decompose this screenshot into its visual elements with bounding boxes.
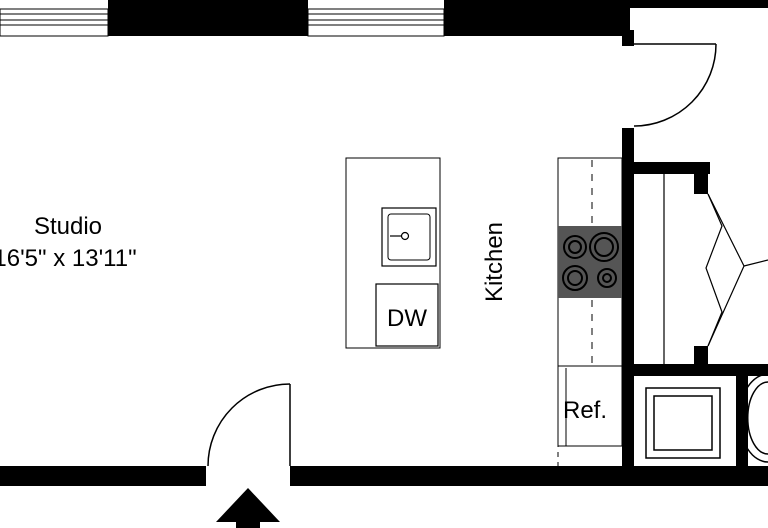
cooktop-icon	[558, 226, 622, 298]
room-dimensions-studio: 16'5" x 13'11"	[0, 245, 137, 272]
dishwasher-label: DW	[387, 305, 427, 332]
kitchen-island	[345, 157, 441, 349]
room-label-studio: Studio	[34, 213, 102, 240]
right-wall	[622, 128, 768, 468]
sink-icon	[381, 207, 437, 267]
window-icon	[0, 8, 109, 37]
closet-door-icon	[663, 174, 768, 364]
door-swing-icon	[633, 43, 717, 127]
entry-arrow-icon	[216, 488, 280, 528]
refrigerator: Ref.	[557, 365, 623, 466]
room-label-kitchen: Kitchen	[481, 222, 508, 302]
door-swing-icon	[207, 383, 291, 467]
top-wall	[108, 0, 768, 46]
washer-appliance	[645, 373, 768, 463]
refrigerator-label: Ref.	[563, 397, 607, 424]
bottom-wall	[0, 466, 768, 486]
window-icon	[307, 8, 445, 37]
dishwasher: DW	[375, 283, 439, 347]
